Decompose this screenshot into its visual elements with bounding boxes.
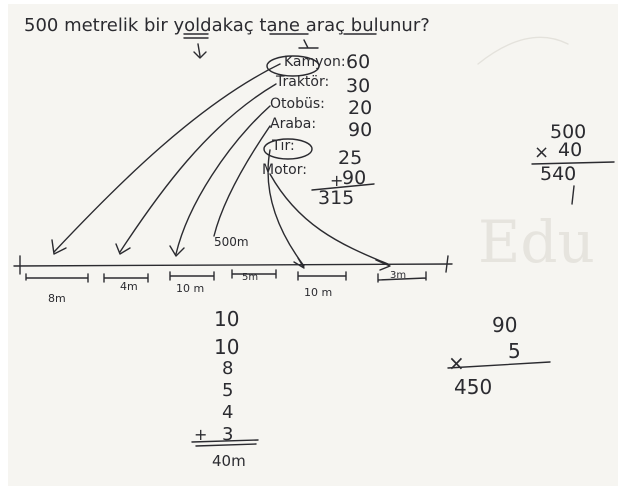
multiplier: 40 bbox=[558, 139, 582, 161]
column-total: 40m bbox=[212, 452, 246, 470]
segment-label: 8m bbox=[48, 292, 66, 305]
multiplier: 5 bbox=[508, 339, 521, 363]
result-line bbox=[531, 161, 615, 165]
multiplicand: 90 bbox=[492, 313, 517, 337]
vehicle-row: Araba: 90 bbox=[270, 116, 372, 141]
multiplication-90x5: 90 5 × 450 bbox=[447, 313, 551, 399]
arrow-kamyon bbox=[53, 63, 281, 253]
column-value: 3 bbox=[222, 424, 233, 445]
segment-label: 10 m bbox=[176, 282, 204, 295]
column-sum-line bbox=[191, 439, 259, 447]
bleed-through-text: Edu bbox=[478, 208, 595, 276]
vehicle-name: Motor: bbox=[262, 162, 307, 178]
vehicle-name: Otobüs: bbox=[270, 96, 325, 112]
vehicle-row: Motor: + 90 bbox=[262, 162, 366, 190]
column-plus-sign: + bbox=[194, 425, 207, 444]
column-value: 8 bbox=[222, 358, 233, 379]
bleed-through-stroke bbox=[477, 36, 569, 65]
result-line bbox=[447, 361, 551, 369]
segment-label: 10 m bbox=[304, 286, 332, 299]
sum-plus-sign: + bbox=[330, 171, 343, 190]
column-value: 10 bbox=[214, 307, 239, 331]
vehicle-name: Araba: bbox=[270, 116, 316, 132]
arrowhead bbox=[293, 257, 305, 269]
arrowhead bbox=[51, 239, 67, 255]
vehicle-row: Traktör: 30 bbox=[275, 74, 370, 97]
segment-bracket bbox=[25, 273, 89, 283]
road-line bbox=[13, 263, 453, 267]
multiplication-500x40: 500 × 40 540 bbox=[531, 121, 615, 205]
segment-bracket bbox=[103, 273, 149, 283]
question-underline-1 bbox=[183, 33, 209, 39]
column-sum: 10 10 8 5 4 + 3 40m bbox=[191, 307, 259, 470]
vehicle-list: Kamyon: 60 Traktör: 30 Otobüs: 20 Araba:… bbox=[262, 51, 375, 209]
vehicle-count: 30 bbox=[346, 75, 370, 97]
arrow-araba bbox=[213, 125, 271, 237]
vehicle-count: 25 bbox=[338, 147, 362, 169]
arrowhead bbox=[169, 245, 185, 257]
column-value: 4 bbox=[222, 402, 233, 423]
multiply-sign: × bbox=[534, 142, 549, 163]
segment-bracket bbox=[169, 271, 215, 281]
arrowhead bbox=[115, 243, 131, 255]
vehicle-count: 60 bbox=[346, 51, 370, 73]
product: 450 bbox=[454, 375, 492, 399]
circle-mark bbox=[263, 138, 313, 160]
product: 540 bbox=[540, 163, 576, 185]
handwriting-canvas: Edu 500 metrelik bir yoldakaç tane araç … bbox=[13, 15, 615, 470]
segment-label: 3m bbox=[390, 270, 406, 281]
multiplicand: 500 bbox=[550, 121, 586, 143]
arrowhead bbox=[375, 259, 391, 271]
vehicle-count: 90 bbox=[342, 167, 366, 189]
road-end-ticks bbox=[19, 255, 449, 275]
vehicle-arrows bbox=[51, 63, 391, 271]
vehicle-row: Kamyon: 60 bbox=[284, 51, 370, 73]
segment-label: 5m bbox=[242, 272, 258, 283]
road-number-line: 500m 8m 4m 10 m 5m 10 m 3m bbox=[13, 235, 453, 305]
vehicle-name: Tır: bbox=[271, 138, 295, 154]
segment-bracket bbox=[231, 269, 277, 279]
pen-stroke bbox=[571, 185, 575, 205]
sum-total: 315 bbox=[318, 187, 354, 209]
vehicle-row: Tır: 25 bbox=[271, 138, 362, 169]
arrow-otobus bbox=[175, 105, 271, 255]
arrow-tir bbox=[267, 149, 305, 267]
arrow-traktor bbox=[119, 83, 277, 253]
segment-label: 4m bbox=[120, 280, 138, 293]
vehicle-name: Traktör: bbox=[275, 74, 329, 90]
vehicle-name: Kamyon: bbox=[284, 54, 346, 70]
vehicle-count: 20 bbox=[348, 97, 372, 119]
road-length-label: 500m bbox=[214, 235, 249, 249]
column-value: 10 bbox=[214, 335, 239, 359]
arrow-motor bbox=[269, 173, 389, 265]
multiply-sign: × bbox=[448, 351, 465, 375]
small-mark bbox=[298, 39, 319, 49]
question-text: 500 metrelik bir yoldakaç tane araç bulu… bbox=[24, 15, 430, 36]
segment-bracket bbox=[377, 271, 427, 283]
column-value: 5 bbox=[222, 380, 233, 401]
notebook-paper: Edu 500 metrelik bir yoldakaç tane araç … bbox=[8, 4, 618, 486]
circle-mark bbox=[266, 55, 320, 77]
sum-line bbox=[311, 183, 375, 191]
vehicle-row: Otobüs: 20 bbox=[270, 96, 372, 119]
arrow-mark bbox=[193, 43, 207, 59]
segment-bracket bbox=[297, 271, 347, 281]
vehicle-count: 90 bbox=[348, 119, 372, 141]
